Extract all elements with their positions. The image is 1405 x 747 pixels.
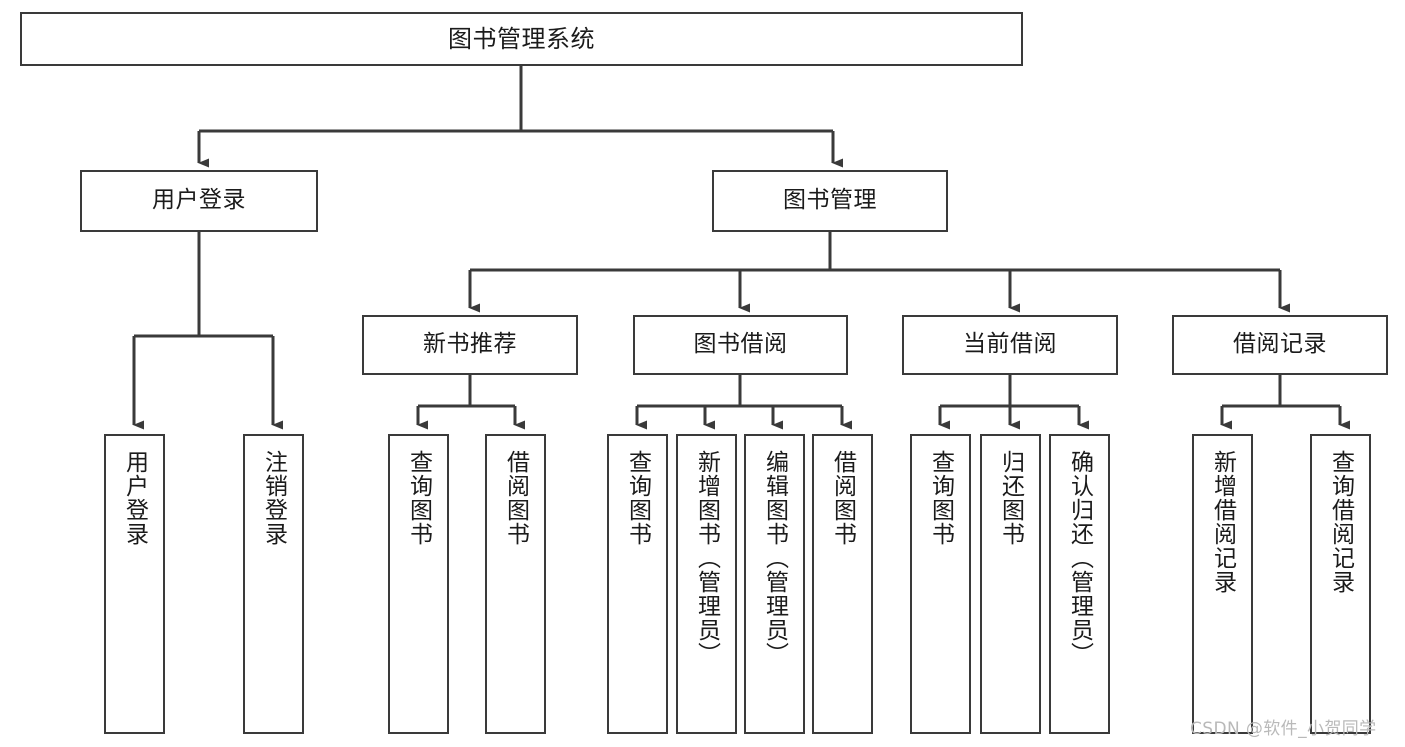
node-label: 查询图书 [405,450,432,546]
node-leaf-user-login[interactable]: 用户登录 [104,434,165,734]
node-leaf-query-book-recommend[interactable]: 查询图书 [388,434,449,734]
node-leaf-return-book[interactable]: 归还图书 [980,434,1041,734]
node-leaf-borrow-book-recommend[interactable]: 借阅图书 [485,434,546,734]
node-label: 新增图书（管理员） [693,450,720,666]
node-label: 注销登录 [260,450,287,546]
node-book-borrowing[interactable]: 图书借阅 [633,315,848,375]
node-label: 当前借阅 [963,331,1057,358]
node-leaf-add-borrow-record[interactable]: 新增借阅记录 [1192,434,1253,734]
node-label: 新增借阅记录 [1209,450,1236,594]
node-label: 借阅记录 [1233,331,1327,358]
node-leaf-borrow-book[interactable]: 借阅图书 [812,434,873,734]
node-label: 新书推荐 [423,331,517,358]
node-label: 用户登录 [152,187,246,214]
watermark-text: CSDN @软件_小贺同学 [1190,719,1377,739]
node-book-management[interactable]: 图书管理 [712,170,948,232]
node-label: 借阅图书 [502,450,529,546]
node-borrowing-record[interactable]: 借阅记录 [1172,315,1388,375]
node-label: 编辑图书（管理员） [761,450,788,666]
node-leaf-confirm-return-admin[interactable]: 确认归还（管理员） [1049,434,1110,734]
node-new-book-recommendation[interactable]: 新书推荐 [362,315,578,375]
node-label: 查询借阅记录 [1327,450,1354,594]
node-label: 图书管理 [783,187,877,214]
node-leaf-query-book-current[interactable]: 查询图书 [910,434,971,734]
node-leaf-query-book-borrow[interactable]: 查询图书 [607,434,668,734]
node-leaf-edit-book-admin[interactable]: 编辑图书（管理员） [744,434,805,734]
node-label: 确认归还（管理员） [1066,450,1093,666]
node-label: 图书管理系统 [448,24,595,53]
node-label: 用户登录 [121,450,148,546]
node-label: 归还图书 [997,450,1024,546]
node-current-borrowing[interactable]: 当前借阅 [902,315,1118,375]
node-root-book-management-system[interactable]: 图书管理系统 [20,12,1023,66]
node-label: 查询图书 [624,450,651,546]
node-leaf-query-borrow-record[interactable]: 查询借阅记录 [1310,434,1371,734]
node-label: 借阅图书 [829,450,856,546]
node-leaf-add-book-admin[interactable]: 新增图书（管理员） [676,434,737,734]
node-leaf-logout[interactable]: 注销登录 [243,434,304,734]
node-label: 查询图书 [927,450,954,546]
node-user-login[interactable]: 用户登录 [80,170,318,232]
node-label: 图书借阅 [693,331,788,358]
